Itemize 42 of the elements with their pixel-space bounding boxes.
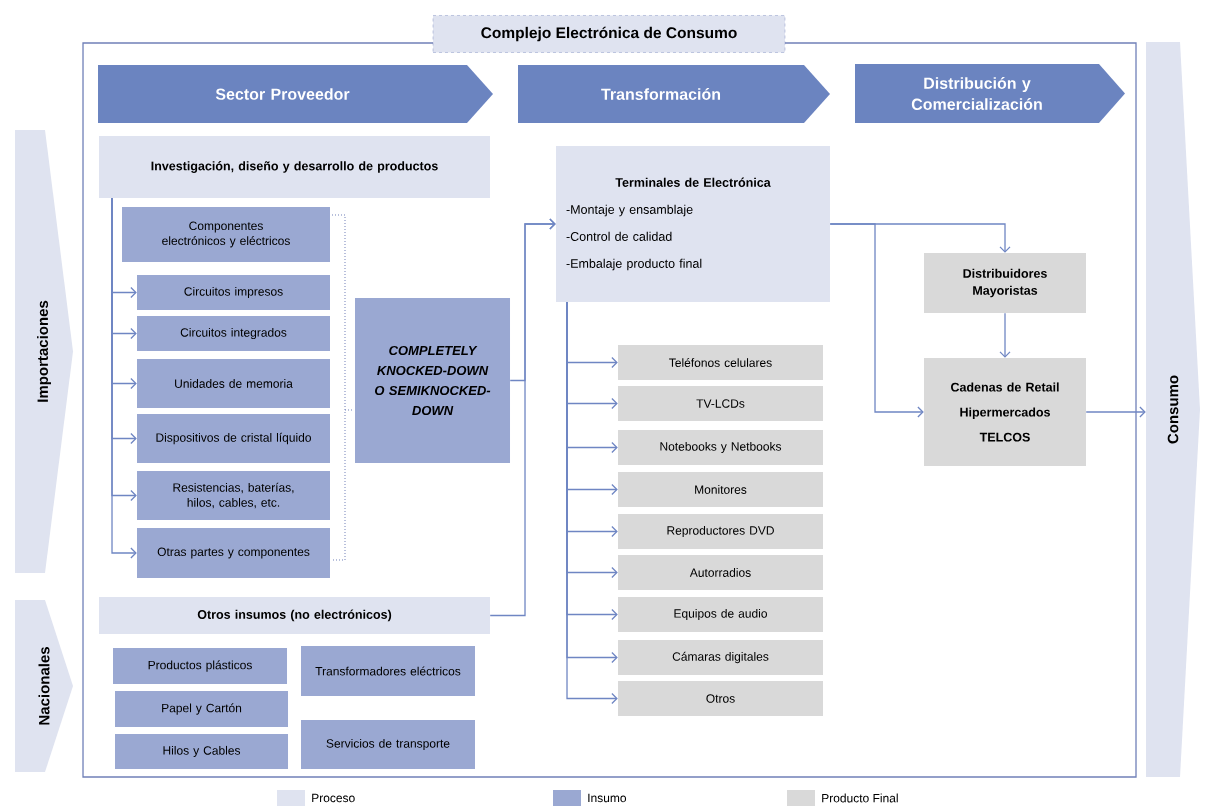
arrow xyxy=(829,223,924,418)
product-box: Equipos de audio xyxy=(618,597,823,632)
input-box: Transformadores eléctricos xyxy=(301,646,475,696)
stage-banner: Distribución y Comercialización xyxy=(855,64,1125,123)
arrow xyxy=(489,218,556,617)
input-box: Productos plásticos xyxy=(113,648,287,684)
input-box: Resistencias, baterías, hilos, cables, etc. xyxy=(137,471,330,520)
process-box: Otros insumos (no electrónicos) xyxy=(99,597,490,634)
legend-label: Insumo xyxy=(588,793,627,803)
frame-title: Complejo Electrónica de Consumo xyxy=(432,15,786,53)
product-box: TV-LCDs xyxy=(618,386,823,421)
consumer-band: Consumo xyxy=(1146,42,1200,777)
arrow xyxy=(999,312,1011,358)
input-box: Hilos y Cables xyxy=(115,734,288,769)
product-box: Distribuidores Mayoristas xyxy=(924,253,1086,313)
legend-label: Proceso xyxy=(312,793,355,803)
input-box: Papel y Cartón xyxy=(115,691,288,727)
process-box: Investigación, diseño y desarrollo de productos xyxy=(99,136,490,198)
source-band: Importaciones xyxy=(15,130,73,573)
product-box: Reproductores DVD xyxy=(618,514,823,549)
input-box: Circuitos integrados xyxy=(137,316,330,351)
process-box: Terminales de Electrónica -Montaje y ensamblaje -Control de calidad -Embalaje producto final xyxy=(556,146,830,302)
product-box: Otros xyxy=(618,681,823,716)
input-box: Dispositivos de cristal líquido xyxy=(137,414,330,463)
input-box: Otras partes y componentes xyxy=(137,528,330,578)
product-box: Teléfonos celulares xyxy=(618,345,823,380)
legend-label: Producto Final xyxy=(822,793,898,803)
product-box: Notebooks y Netbooks xyxy=(618,430,823,465)
stage-banner: Transformación xyxy=(518,65,830,123)
arrow xyxy=(1085,406,1146,418)
input-box: COMPLETELY KNOCKED-DOWN O SEMIKNOCKED-DOWN xyxy=(355,298,510,463)
input-box: Unidades de memoria xyxy=(137,359,330,408)
arrow xyxy=(111,197,137,559)
stage-banner: Sector Proveedor xyxy=(98,65,493,123)
input-box: Circuitos impresos xyxy=(137,275,330,310)
product-box: Cadenas de Retail Hipermercados TELCOS xyxy=(924,358,1086,466)
input-box: Componentes electrónicos y eléctricos xyxy=(122,207,330,262)
source-band: Nacionales xyxy=(15,600,73,772)
product-box: Autorradios xyxy=(618,555,823,590)
product-box: Monitores xyxy=(618,472,823,507)
product-box: Cámaras digitales xyxy=(618,640,823,675)
input-box: Servicios de transporte xyxy=(301,720,475,769)
